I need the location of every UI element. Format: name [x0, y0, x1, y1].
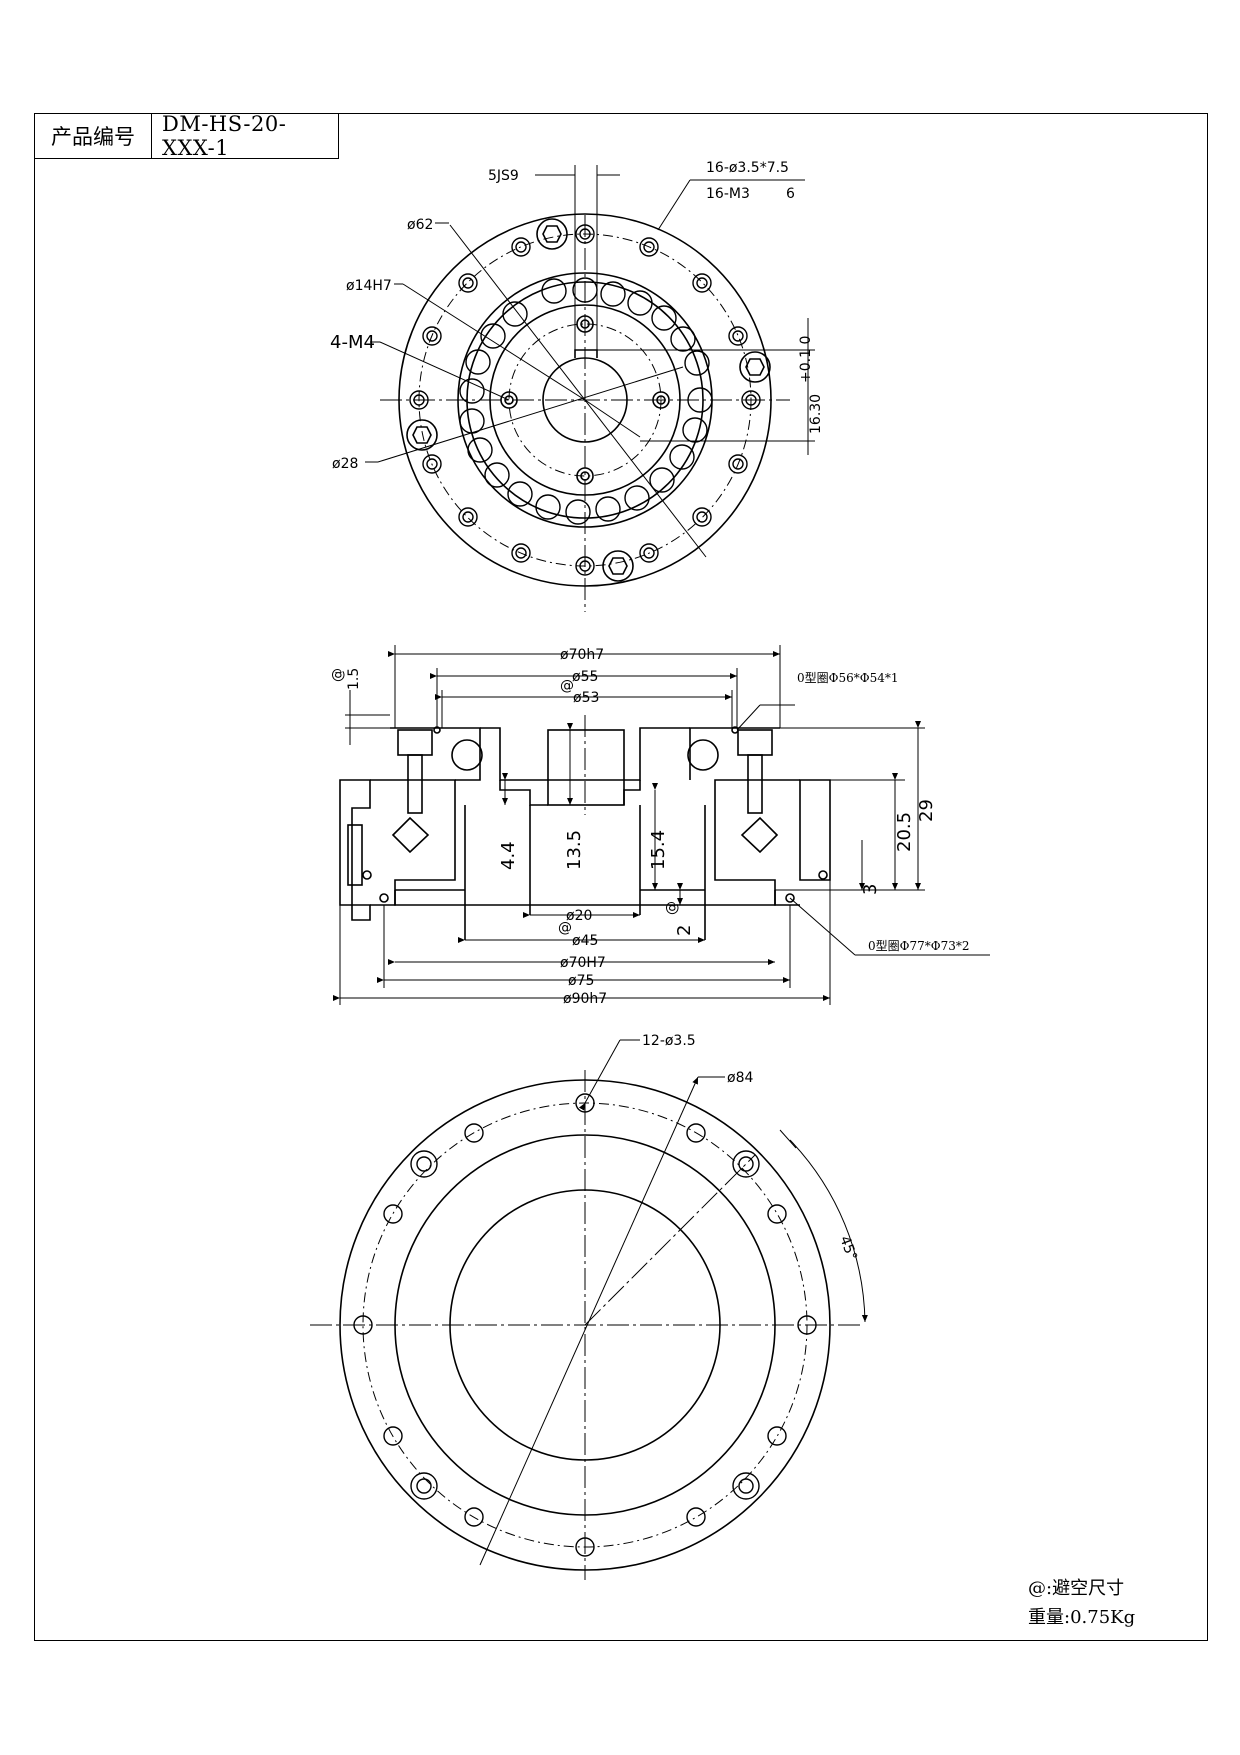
holes-label-2: 16-M3 — [706, 186, 750, 202]
d90h7-label: ø90h7 — [563, 991, 607, 1007]
drawing-notes: @:避空尺寸 重量:0.75Kg — [1028, 1574, 1135, 1632]
keyway-label: 5JS9 — [488, 168, 519, 184]
d53-label: ø53 — [573, 690, 599, 706]
section-view — [333, 645, 990, 1005]
key-tolerance-label: +0.1 0 — [798, 336, 814, 383]
h13-5-label: 13.5 — [564, 830, 585, 870]
product-number-label: 产品编号 — [35, 114, 152, 158]
top-view — [365, 165, 815, 612]
h29-label: 29 — [916, 799, 937, 822]
bottom-holes-label: 12-ø3.5 — [642, 1033, 696, 1049]
bottom-view — [310, 1039, 868, 1580]
d62-label: ø62 — [407, 217, 433, 233]
h4-4-label: 4.4 — [498, 841, 519, 870]
d1-5-label: 1.5 — [346, 668, 362, 690]
angle-label: 45° — [836, 1234, 860, 1263]
product-number-value: DM-HS-20-XXX-1 — [162, 112, 287, 160]
d70H7-label: ø70H7 — [560, 955, 606, 971]
title-block: 产品编号 DM-HS-20-XXX-1 — [34, 112, 339, 160]
h20-5-label: 20.5 — [894, 812, 915, 852]
h15-4-label: 15.4 — [648, 830, 669, 870]
d45-label: ø45 — [572, 933, 598, 949]
d1-5-at-marker: @ — [330, 668, 346, 682]
holes-label-1: 16-ø3.5*7.5 — [706, 160, 789, 176]
h2-label: 2 — [674, 925, 695, 936]
d75-label: ø75 — [568, 973, 594, 989]
d55-label: ø55 — [572, 669, 598, 685]
m4-label: 4-M4 — [330, 332, 375, 353]
d28-label: ø28 — [332, 456, 358, 472]
drawing-frame — [34, 113, 1208, 1641]
d14-label: ø14H7 — [346, 278, 392, 294]
d45-at-marker: @ — [558, 920, 572, 936]
d20-label: ø20 — [566, 908, 592, 924]
oring-top-label: 0型圈Φ56*Φ54*1 — [797, 671, 899, 685]
h2-at-marker: @ — [664, 901, 680, 915]
d53-at-marker: @ — [560, 678, 574, 694]
legend-note: @:避空尺寸 — [1028, 1578, 1125, 1599]
key-height-label: 16.30 — [808, 394, 824, 434]
holes-label-2-suffix: 6 — [786, 186, 795, 202]
d84-label: ø84 — [727, 1070, 753, 1086]
d70h7-label: ø70h7 — [560, 647, 604, 663]
oring-bottom-label: 0型圈Φ77*Φ73*2 — [868, 939, 970, 953]
weight-note: 重量:0.75Kg — [1028, 1607, 1136, 1628]
h3-label: 3 — [860, 884, 881, 895]
